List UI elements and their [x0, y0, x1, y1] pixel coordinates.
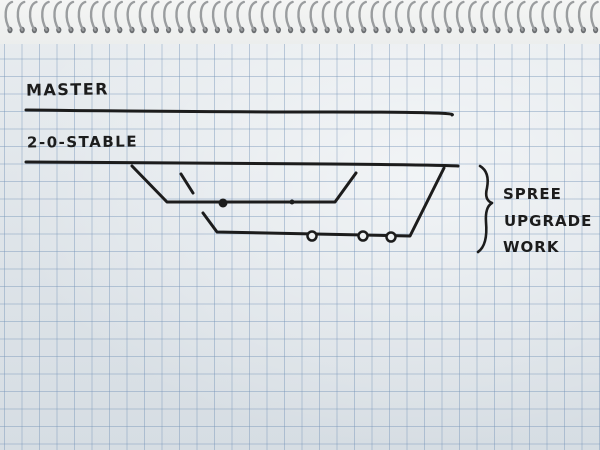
- spiral-coil: [138, 0, 148, 32]
- feature-branch-tick: [179, 172, 195, 195]
- spiral-coil: [297, 0, 306, 32]
- spiral-coil: [590, 0, 599, 32]
- stable-branch-line: [24, 160, 460, 168]
- spiral-coil: [199, 0, 209, 32]
- spiral-coil: [321, 0, 331, 32]
- spiral-coil: [333, 0, 343, 32]
- spiral-coil: [4, 0, 14, 32]
- spiral-coil: [175, 0, 184, 32]
- spiral-coil: [114, 0, 123, 32]
- spiral-coil: [504, 0, 514, 32]
- feature-branch-1: [130, 164, 358, 204]
- spiral-coil: [150, 0, 160, 32]
- spiral-coil: [285, 0, 294, 32]
- spiral-coil: [89, 0, 99, 32]
- master-branch-line: [24, 108, 454, 117]
- spiral-coil: [211, 0, 221, 32]
- commit-dot: [289, 199, 295, 205]
- commit-dot: [218, 198, 228, 208]
- spiral-coil: [236, 0, 245, 32]
- annotation-line-upgrade: UPGRADE: [504, 212, 593, 230]
- spiral-coil: [346, 0, 355, 32]
- spiral-coil: [126, 0, 136, 32]
- spiral-coil: [492, 0, 502, 32]
- annotation-line-work: WORK: [503, 238, 560, 256]
- spiral-coil: [541, 0, 550, 32]
- commit-circle: [357, 230, 369, 242]
- spiral-coil: [455, 0, 465, 32]
- spiral-coil: [187, 0, 197, 32]
- curly-brace: [476, 164, 494, 254]
- stable-label: 2-0-STABLE: [26, 132, 139, 152]
- spiral-coil: [77, 0, 87, 32]
- master-label: MASTER: [25, 79, 110, 100]
- spiral-coil: [480, 0, 489, 32]
- spiral-coil: [577, 0, 587, 32]
- spiral-coil: [28, 0, 38, 32]
- spiral-coil: [224, 0, 233, 32]
- commit-dots: [218, 198, 295, 208]
- spiral-coil: [516, 0, 526, 32]
- spiral-binding: [4, 0, 599, 34]
- spiral-coil: [468, 0, 477, 32]
- spiral-coil: [163, 0, 172, 32]
- spiral-coils: [4, 0, 599, 34]
- spiral-coil: [553, 0, 563, 32]
- spiral-coil: [41, 0, 50, 32]
- spiral-coil: [419, 0, 428, 32]
- spiral-coil: [407, 0, 416, 32]
- spiral-coil: [102, 0, 111, 32]
- annotation-line-spree: SPREE: [503, 185, 562, 203]
- commit-circle: [306, 230, 318, 242]
- spiral-coil: [394, 0, 404, 32]
- spiral-coil: [529, 0, 538, 32]
- spiral-coil: [309, 0, 319, 32]
- commit-circle: [385, 231, 397, 243]
- spiral-coil: [248, 0, 258, 32]
- spiral-coil: [370, 0, 380, 32]
- spiral-coil: [565, 0, 575, 32]
- spiral-coil: [272, 0, 282, 32]
- spiral-coil: [382, 0, 392, 32]
- commit-circles: [306, 230, 397, 243]
- spiral-coil: [443, 0, 453, 32]
- spiral-coil: [65, 0, 75, 32]
- spiral-coil: [358, 0, 367, 32]
- spiral-coil: [53, 0, 62, 32]
- spiral-coil: [260, 0, 270, 32]
- spiral-coil: [431, 0, 441, 32]
- spiral-coil: [16, 0, 26, 32]
